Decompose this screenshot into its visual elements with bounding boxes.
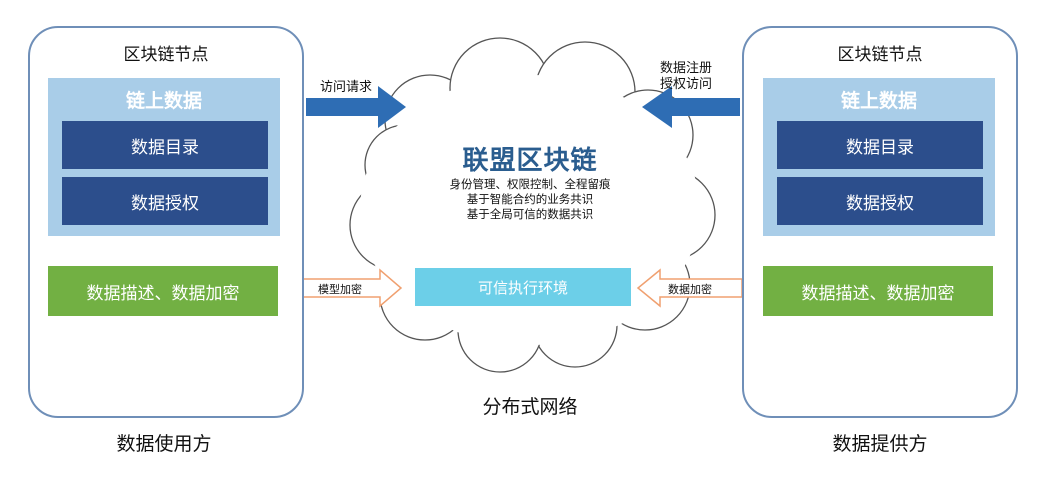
left-node-title: 区块链节点 (123, 45, 209, 65)
cloud-feature-line1: 身份管理、权限控制、全程留痕 (449, 177, 611, 191)
right-data-authorization: 数据授权 (777, 177, 983, 225)
left-data-catalog: 数据目录 (62, 121, 268, 169)
cloud-feature-line2: 基于智能合约的业务共识 (466, 192, 594, 206)
register-label-line2: 授权访问 (660, 77, 713, 92)
left-data-authorization: 数据授权 (62, 177, 268, 225)
data-encrypt-arrow (636, 268, 743, 308)
distributed-network-label: 分布式网络 (482, 396, 578, 418)
model-encrypt-label: 模型加密 (318, 283, 362, 296)
model-encrypt-arrow (299, 268, 403, 308)
consortium-blockchain-title: 联盟区块链 (462, 146, 598, 176)
right-onchain-title: 链上数据 (840, 90, 917, 112)
right-describe-encrypt: 数据描述、数据加密 (763, 266, 993, 316)
right-data-catalog: 数据目录 (777, 121, 983, 169)
right-data-platform-label: 数据平台 (844, 371, 912, 391)
right-node-title: 区块链节点 (837, 45, 923, 65)
access-request-label: 访问请求 (320, 80, 373, 95)
left-describe-encrypt: 数据描述、数据加密 (48, 266, 278, 316)
cloud-feature-line3: 基于全局可信的数据共识 (466, 207, 594, 221)
access-request-arrow (306, 86, 406, 128)
left-onchain-title: 链上数据 (125, 90, 202, 112)
left-data-platform-label: 数据平台 (129, 371, 197, 391)
register-label-line1: 数据注册 (660, 61, 713, 76)
right-role-label: 数据提供方 (832, 433, 928, 455)
register-arrow (642, 86, 740, 128)
data-encrypt-label: 数据加密 (668, 283, 712, 296)
left-role-label: 数据使用方 (116, 433, 212, 455)
trusted-execution-environment: 可信执行环境 (415, 268, 631, 306)
